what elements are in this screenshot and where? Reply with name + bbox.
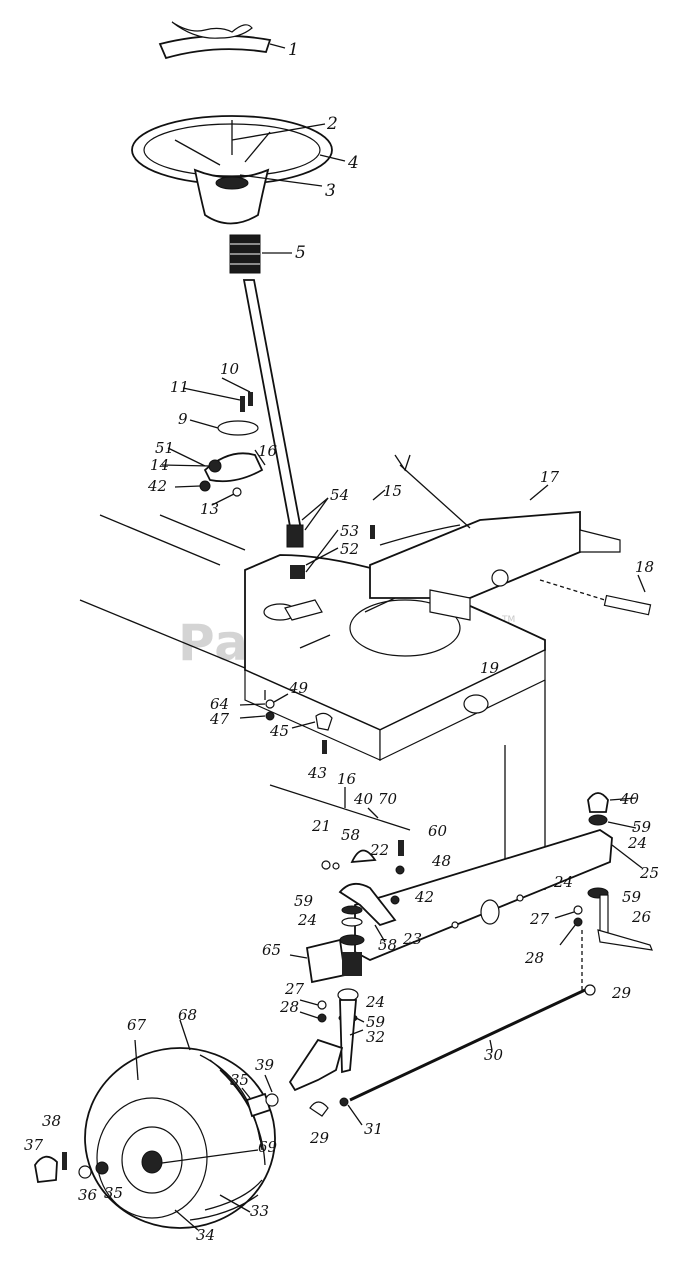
part-left-spindle — [289, 840, 405, 984]
part-frame-hardware — [239, 693, 333, 754]
callout-35-lower: 35 — [104, 1184, 123, 1202]
callout-4: 4 — [347, 153, 359, 173]
callout-51: 51 — [155, 439, 174, 457]
callout-68: 68 — [178, 1006, 197, 1024]
callout-47: 47 — [209, 710, 230, 728]
callout-53: 53 — [340, 522, 359, 540]
callout-27-right: 27 — [529, 910, 550, 928]
part-tie-rod — [349, 984, 596, 1102]
callout-9: 9 — [178, 410, 188, 428]
callout-54: 54 — [330, 486, 349, 504]
callout-32: 32 — [366, 1028, 385, 1046]
callout-29-left: 29 — [309, 1129, 330, 1147]
part-steering-bushing — [229, 234, 292, 274]
callout-11: 11 — [170, 378, 189, 396]
part-steering-wheel — [131, 115, 346, 225]
part-right-spindle — [554, 792, 653, 990]
part-bearing-52-53 — [284, 529, 339, 621]
callout-36: 36 — [78, 1186, 98, 1204]
callout-26: 26 — [631, 908, 652, 926]
callout-67: 67 — [127, 1016, 147, 1034]
part-steering-cap — [158, 21, 286, 60]
part-drag-link — [269, 784, 411, 831]
callout-2: 2 — [326, 114, 338, 134]
callout-35-upper: 35 — [230, 1071, 249, 1089]
callout-60: 60 — [428, 822, 448, 840]
callout-70: 70 — [378, 790, 398, 808]
callout-5: 5 — [295, 243, 306, 263]
part-screw-15 — [370, 489, 386, 539]
part-sector-bracket — [161, 377, 266, 506]
part-bolt-18 — [539, 574, 652, 616]
callout-28-left: 28 — [279, 998, 299, 1016]
callout-15: 15 — [383, 482, 402, 500]
callout-43: 43 — [307, 764, 327, 782]
part-dash-bracket — [369, 454, 621, 621]
callout-24-right-lower: 24 — [553, 873, 573, 891]
part-chassis-frame — [79, 514, 546, 890]
callout-39: 39 — [255, 1056, 275, 1074]
callout-14: 14 — [150, 456, 169, 474]
callout-labels: 1 2 4 3 5 10 11 9 51 16 14 42 13 54 15 1… — [24, 40, 659, 1244]
callout-1: 1 — [288, 40, 299, 60]
callout-58-lower: 58 — [378, 936, 397, 954]
part-wheel-hardware — [34, 1074, 279, 1183]
part-spindle-32 — [288, 988, 365, 1126]
callout-24-left-upper: 24 — [297, 911, 317, 929]
callout-24-left-lower: 24 — [365, 993, 385, 1011]
callout-64: 64 — [210, 695, 229, 713]
callout-16-lower: 16 — [337, 770, 357, 788]
callout-27-left: 27 — [284, 980, 305, 998]
callout-13: 13 — [200, 500, 219, 518]
callout-45: 45 — [269, 722, 289, 740]
callout-37: 37 — [24, 1136, 44, 1154]
callout-59-left: 59 — [294, 892, 314, 910]
callout-24-right-upper: 24 — [627, 834, 647, 852]
callout-3: 3 — [325, 181, 336, 201]
callout-29-right: 29 — [611, 984, 632, 1002]
callout-10: 10 — [220, 360, 240, 378]
callout-21: 21 — [311, 817, 331, 835]
part-steering-shaft — [242, 279, 329, 548]
callout-16-upper: 16 — [258, 442, 278, 460]
callout-42-lower: 42 — [414, 888, 434, 906]
callout-59-left-lower: 59 — [366, 1013, 386, 1031]
callout-30: 30 — [484, 1046, 504, 1064]
callout-25: 25 — [639, 864, 659, 882]
callout-42-upper: 42 — [147, 477, 167, 495]
callout-59-right-lower: 59 — [622, 888, 642, 906]
callout-31: 31 — [364, 1120, 383, 1138]
callout-40-right: 40 — [619, 790, 640, 808]
callout-40-left: 40 — [353, 790, 374, 808]
callout-33: 33 — [250, 1202, 269, 1220]
callout-65: 65 — [262, 941, 281, 959]
callout-34: 34 — [196, 1226, 215, 1244]
callout-23: 23 — [402, 930, 422, 948]
callout-69: 69 — [258, 1138, 278, 1156]
callout-18: 18 — [635, 558, 654, 576]
callout-22: 22 — [369, 841, 389, 859]
callout-48: 48 — [431, 852, 451, 870]
callout-59-right-upper: 59 — [632, 818, 652, 836]
callout-52: 52 — [340, 540, 359, 558]
callout-17: 17 — [540, 468, 560, 486]
callout-58-upper: 58 — [341, 826, 360, 844]
callout-49: 49 — [288, 679, 309, 697]
callout-38: 38 — [42, 1112, 61, 1130]
callout-19: 19 — [480, 659, 500, 677]
part-front-wheel — [84, 1019, 276, 1231]
watermark-trademark: TM — [501, 615, 515, 625]
callout-28-right: 28 — [524, 949, 544, 967]
